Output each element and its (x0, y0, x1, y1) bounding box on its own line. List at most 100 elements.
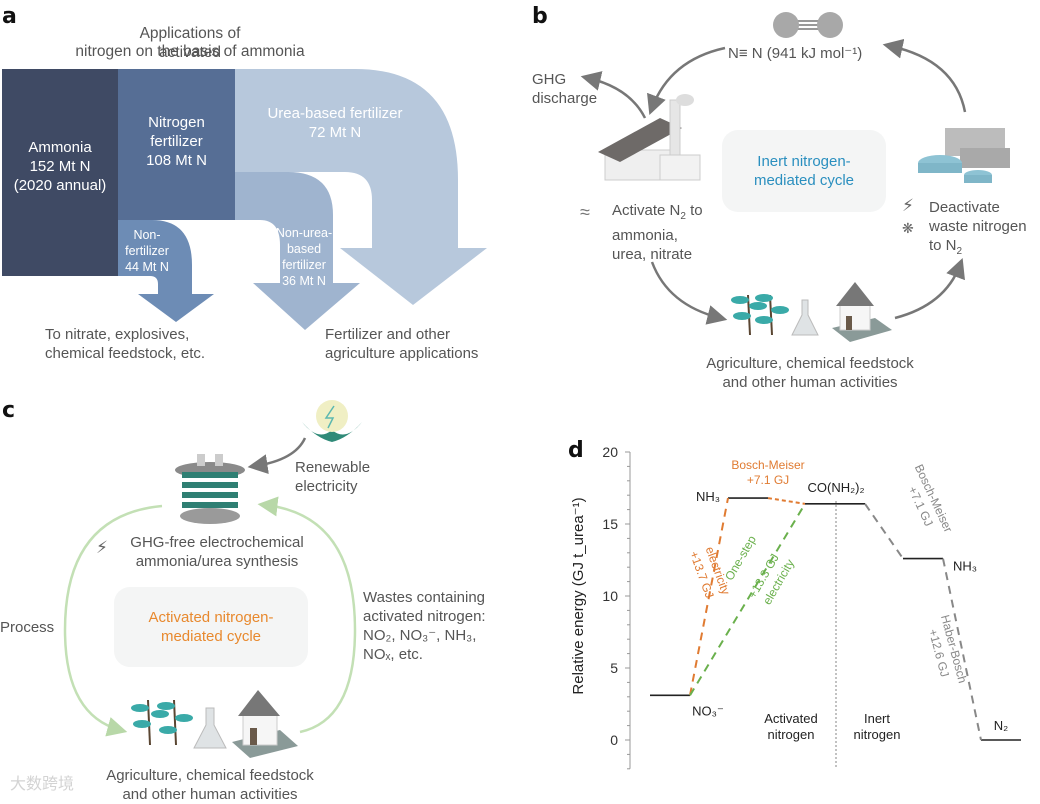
label-line: Deactivate (929, 199, 1000, 216)
block-ammonia (2, 69, 118, 276)
label-line: Activate N2 to (612, 201, 703, 226)
title-line: nitrogen on the basis of ammonia (75, 43, 305, 60)
center-box (722, 130, 886, 212)
label-line: Activated nitrogen- (148, 609, 274, 626)
house-icon (832, 282, 892, 342)
transition-label: +7.1 GJ (747, 473, 789, 487)
region-label-activated: Activated (764, 711, 817, 726)
transition-label: Bosch-Meiser (731, 458, 804, 472)
label-line: fertilizer (282, 258, 326, 272)
activated-cycle-label: Activated nitrogen- mediated cycle (114, 608, 308, 646)
panel-label-c: c (2, 398, 16, 423)
flow-non-urea (235, 172, 360, 330)
process-label: Process (0, 619, 55, 636)
transition-4 (942, 558, 982, 741)
cycle-arrows-b (580, 12, 1010, 342)
label-line: Fertilizer and other (325, 326, 451, 343)
non-fertilizer-label: Non- fertilizer 44 Mt N (112, 227, 182, 275)
label-line: Non- (133, 228, 161, 242)
level-label-nh3-inert: NH₃ (953, 559, 977, 574)
panel-label-b: b (532, 4, 548, 29)
dest-fertilizer: Fertilizer and other agriculture applica… (325, 325, 478, 363)
center-box (114, 587, 308, 667)
label-line: based (286, 242, 322, 256)
label-line: Renewable (295, 459, 371, 476)
label-line: fertilizer (125, 244, 169, 258)
lightning-icon: ⚡ (902, 196, 914, 215)
cycle-arrows-c (63, 400, 362, 758)
n2-label: N≡ N (941 kJ mol⁻¹) (728, 45, 863, 62)
waste-treatment-icon (918, 128, 1010, 183)
activate-label: Activate N2 to ammonia, urea, nitrate (612, 201, 703, 264)
label-line: To nitrate, explosives, (45, 326, 190, 343)
level-label-no3: NO₃⁻ (692, 703, 724, 718)
label-line: to N2 (929, 236, 1027, 261)
block-nitrogen-fertilizer (118, 69, 235, 220)
label-line: 36 Mt N (282, 274, 326, 288)
flow-non-fertilizer (118, 220, 214, 322)
urea-fertilizer-label: Urea-based fertilizer 72 Mt N (250, 104, 420, 142)
transition-label: One-step (722, 533, 759, 583)
label-line: Urea-based fertilizer (267, 105, 403, 122)
nitrogen-fertilizer-label: Nitrogen fertilizer 108 Mt N (118, 113, 235, 170)
label-line: NOₓ, etc. (363, 646, 423, 663)
sankey-diagram (2, 69, 487, 330)
label-line: (2020 annual) (13, 177, 107, 194)
inert-cycle-label: Inert nitrogen- mediated cycle (722, 152, 886, 190)
house-icon (232, 690, 298, 758)
label-line: Ammonia (28, 139, 92, 156)
label-line: agriculture applications (325, 345, 479, 362)
label-line: GHG (532, 71, 567, 88)
ghg-discharge-label: GHG discharge (532, 70, 597, 108)
label-line: ammonia, (612, 227, 678, 244)
text: to N (929, 237, 957, 254)
label-line: urea, nitrate (612, 246, 693, 263)
level-label-nh3: NH₃ (696, 489, 720, 504)
transition-2 (689, 503, 806, 696)
label-line: and other human activities (122, 786, 298, 803)
y-tick-label: 20 (602, 444, 618, 460)
agriculture-label-b: Agriculture, chemical feedstock and othe… (680, 354, 940, 392)
dest-nitrate: To nitrate, explosives, chemical feedsto… (45, 325, 205, 363)
region-label-activated: nitrogen (768, 727, 815, 742)
label-line: discharge (532, 90, 598, 107)
region-label-inert: Inert (864, 711, 890, 726)
non-urea-label: Non-urea- based fertilizer 36 Mt N (268, 225, 340, 289)
text: to (685, 202, 703, 219)
renewable-energy-icon (302, 400, 362, 442)
y-tick-label: 5 (610, 660, 618, 676)
label-line: 152 Mt N (29, 158, 91, 175)
heat-icon: ≈ (580, 202, 590, 222)
y-tick-label: 10 (602, 588, 618, 604)
synthesis-label: GHG-free electrochemical ammonia/urea sy… (112, 533, 322, 571)
label-line: fertilizer (150, 133, 203, 150)
y-tick-label: 15 (602, 516, 618, 532)
lightning-icon: ⚡ (96, 538, 108, 557)
label-line: and other human activities (722, 374, 898, 391)
level-label-n2: N₂ (994, 718, 1008, 733)
factory-icon (598, 94, 701, 181)
electrolyzer-icon (175, 454, 245, 524)
label-line: ammonia/urea synthesis (135, 553, 299, 570)
subscript: 2 (680, 211, 686, 222)
flask-icon (791, 299, 819, 336)
label-line: waste nitrogen (929, 218, 1027, 235)
label-line: NO₂, NO₃⁻, NH₃, (363, 627, 477, 644)
label-line: GHG-free electrochemical (130, 534, 304, 551)
label-line: mediated cycle (160, 628, 262, 645)
panel-label-a: a (2, 4, 17, 29)
y-tick-label: 0 (610, 732, 618, 748)
wastes-label: Wastes containing activated nitrogen: NO… (363, 588, 486, 664)
watermark: 大数跨境 (10, 776, 75, 793)
plants-icon (131, 699, 193, 746)
panel-a-title-2: nitrogen on the basis of ammonia (50, 42, 330, 61)
panel-a-title: Applications of activated (110, 24, 270, 62)
subscript: 2 (956, 246, 963, 257)
renewable-label: Renewable electricity (295, 458, 370, 496)
label-line: activated nitrogen: (363, 608, 486, 625)
label-line: 44 Mt N (125, 260, 169, 274)
label-line: 108 Mt N (146, 152, 207, 169)
label-line: Agriculture, chemical feedstock (706, 355, 914, 372)
label-line: chemical feedstock, etc. (45, 345, 206, 362)
